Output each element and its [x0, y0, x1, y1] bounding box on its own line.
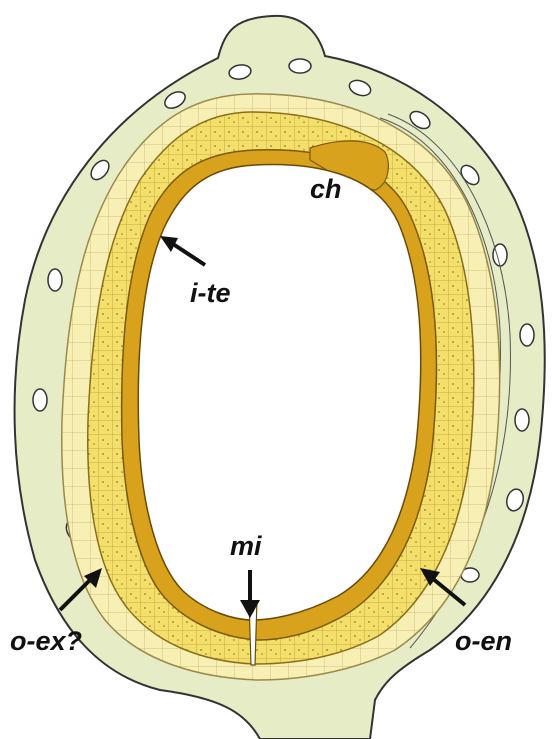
label-mi: mi	[230, 531, 262, 561]
label-i-te: i-te	[190, 278, 231, 308]
label-o-en: o-en	[455, 626, 512, 656]
seed-cavity	[138, 165, 420, 620]
label-ch: ch	[310, 174, 342, 204]
label-o-ex: o-ex?	[10, 626, 82, 656]
